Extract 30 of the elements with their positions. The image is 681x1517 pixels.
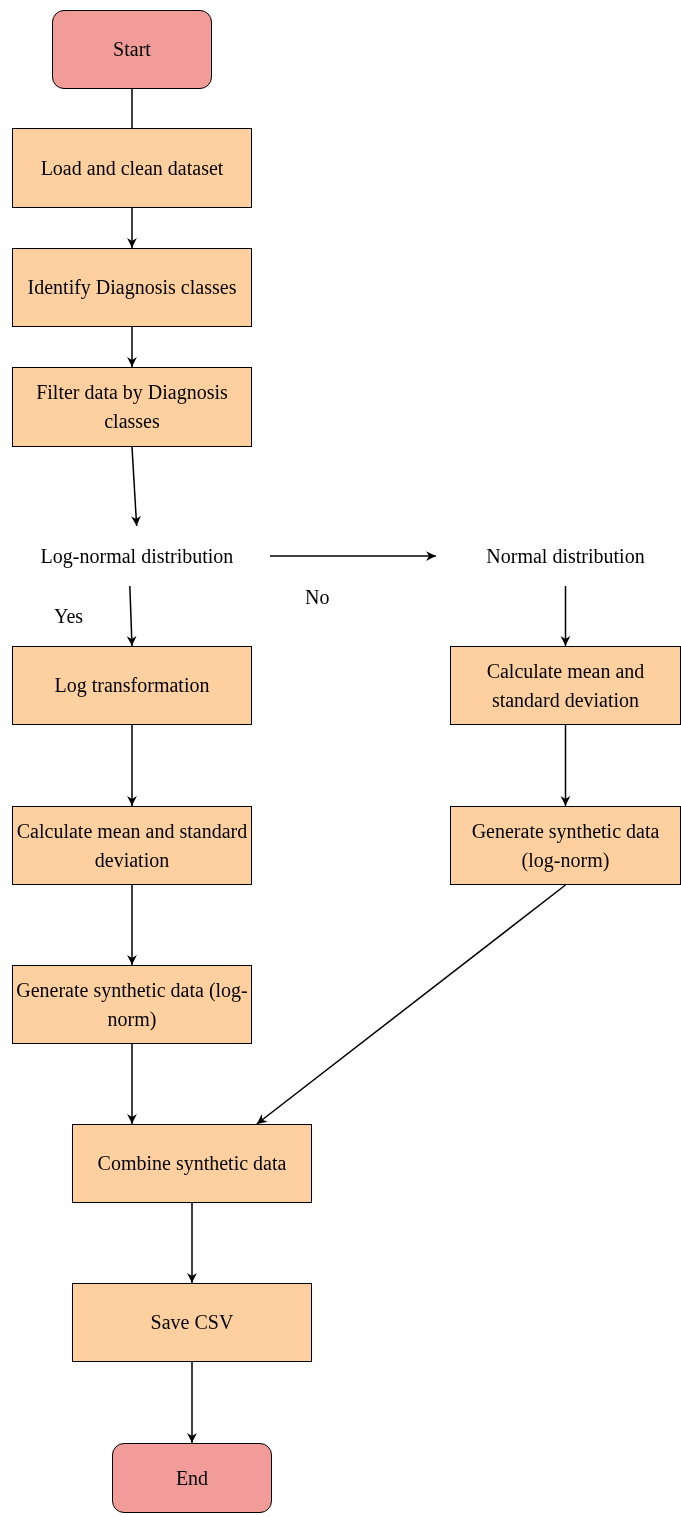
process-box: Save CSV [72,1283,312,1362]
arrow [127,884,137,966]
process-box: Generate synthetic data (log-norm) [12,965,252,1044]
process-box: Filter data by Diagnosis classes [12,367,252,447]
arrow [127,724,137,807]
arrow [126,585,137,647]
process-box: Log transformation [12,646,252,725]
terminal-box: End [112,1443,272,1513]
arrow [560,724,571,807]
arrow [187,1361,197,1444]
connector-line [131,88,133,129]
arrow [127,326,137,368]
process-box: Calculate mean and standard deviation [450,646,681,725]
process-box: Calculate mean and standard deviation [12,806,252,885]
arrow [131,446,141,527]
arrow [127,1043,137,1125]
process-box: Identify Diagnosis classes [12,248,252,327]
process-box: Generate synthetic data (log-norm) [450,806,681,885]
edge-label: No [305,586,330,609]
edge-label: Yes [54,605,84,628]
terminal-box: Start [52,10,212,89]
decision-label: Log-normal distribution [40,543,234,570]
arrow [127,207,137,249]
arrow [187,1202,197,1284]
arrow [269,551,437,561]
process-box: Combine synthetic data [72,1124,312,1203]
decision-label: Normal distribution [486,543,645,569]
arrow [560,585,571,647]
arrow [256,884,567,1125]
process-box: Load and clean dataset [12,128,252,208]
